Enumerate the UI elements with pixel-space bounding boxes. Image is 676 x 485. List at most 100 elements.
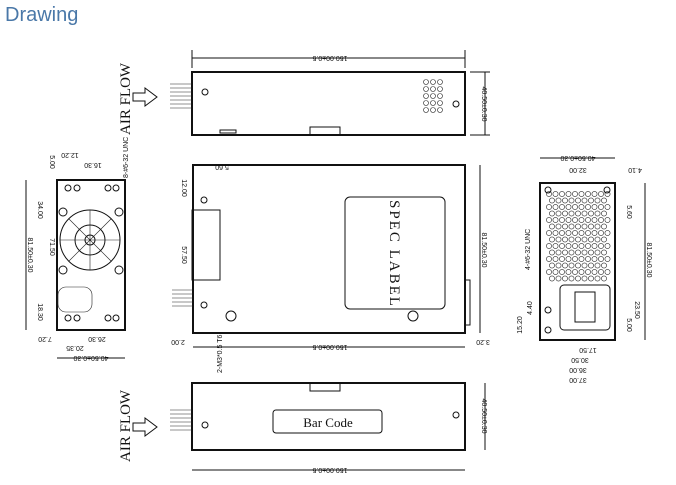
vent-hole: [572, 230, 578, 236]
vent-hole: [555, 236, 562, 243]
ac-dim: 40.50±0.30: [560, 154, 595, 161]
vent-hole: [575, 223, 581, 230]
vent-hole: [578, 230, 585, 236]
vent-hole: [588, 210, 594, 217]
vent-hole: [568, 210, 575, 217]
vent-hole: [598, 204, 604, 210]
vent-hole: [565, 256, 572, 262]
vent-hole: [581, 223, 588, 230]
vent-hole: [604, 243, 611, 249]
vent-hole: [581, 236, 588, 243]
vent-hole: [601, 210, 607, 217]
vent-hole: [575, 197, 581, 204]
vent-hole: [546, 256, 552, 262]
ac-dim: 36.00: [569, 366, 587, 373]
vent-hole: [559, 217, 565, 223]
vent-hole: [555, 249, 562, 256]
vent-hole: [598, 269, 604, 275]
vent-hole: [572, 243, 578, 249]
vent-hole: [546, 191, 552, 197]
vent-hole: [581, 262, 588, 269]
side-dim: 3.20: [476, 338, 490, 345]
fan-dim: 12.20: [61, 151, 79, 158]
vent-hole: [549, 249, 555, 256]
vent-hole: [604, 204, 611, 210]
vent-hole: [578, 204, 585, 210]
vent-hole: [581, 249, 588, 256]
fan-dim: 16.30: [84, 161, 102, 168]
side-dim: 5.60: [215, 163, 229, 170]
vent-hole: [555, 197, 562, 204]
fan-dim: 7.20: [38, 335, 52, 342]
vent-hole-grid: [546, 191, 611, 282]
vent-hole: [565, 269, 572, 275]
side-height-dim: 81.50±0.30: [480, 233, 487, 268]
vent-hole: [568, 236, 575, 243]
vent-hole: [601, 262, 607, 269]
vent-hole: [578, 217, 585, 223]
vent-hole: [575, 210, 581, 217]
side-dim: 12.00: [180, 179, 187, 197]
ac-dim: 4.10: [628, 166, 642, 173]
ac-dim: 5.60: [625, 205, 632, 219]
vent-holes: [423, 79, 443, 113]
vent-hole: [565, 217, 572, 223]
vent-hole: [546, 230, 552, 236]
vent-hole: [598, 191, 604, 197]
ac-dim: 15.20: [517, 316, 524, 334]
fan-dim: 34.00: [36, 201, 43, 219]
air-flow-arrow-top: [132, 87, 158, 107]
vent-hole: [562, 197, 568, 204]
vent-hole: [594, 223, 601, 230]
fan-screw-note: 8-#6-32 UNC: [123, 137, 130, 178]
ac-dim: 37.00: [569, 376, 587, 383]
side-view: SPEC LABEL 150.00±0.5 81.50±0.30 12.00 5…: [171, 163, 490, 373]
vent-hole: [572, 217, 578, 223]
vent-hole: [552, 230, 559, 236]
vent-hole: [604, 217, 611, 223]
fan-dim: 18.30: [36, 303, 43, 321]
vent-hole: [552, 256, 559, 262]
vent-hole: [565, 243, 572, 249]
vent-hole: [555, 223, 562, 230]
vent-hole: [565, 230, 572, 236]
side-dim: 2.00: [171, 338, 185, 345]
vent-hole: [568, 197, 575, 204]
vent-hole: [585, 204, 591, 210]
vent-hole: [562, 249, 568, 256]
vent-hole: [568, 275, 575, 282]
vent-hole: [581, 210, 588, 217]
vent-hole: [555, 275, 562, 282]
vent-hole: [581, 275, 588, 282]
vent-hole: [559, 204, 565, 210]
ac-inlet-view: 40.50±0.30 32.00 4.10 5.60 4-#6-32 UNC 8…: [517, 154, 652, 383]
top-width-dim: 40.50±0.30: [480, 87, 487, 122]
vent-hole: [555, 210, 562, 217]
vent-hole: [604, 191, 611, 197]
fan-end-view: 81.50±0.30 71.50 34.00 18.30 5.00 12.20 …: [25, 137, 130, 361]
fan-width-dim: 40.50±0.30: [73, 354, 108, 361]
vent-hole: [578, 269, 585, 275]
vent-hole: [591, 243, 598, 249]
vent-hole: [546, 243, 552, 249]
vent-hole: [591, 256, 598, 262]
vent-hole: [568, 249, 575, 256]
side-screw-note: 2-M3*0.5 T6: [217, 335, 224, 373]
vent-hole: [578, 191, 585, 197]
vent-hole: [549, 210, 555, 217]
vent-hole: [572, 204, 578, 210]
ac-dim: 5.00: [625, 318, 632, 332]
vent-hole: [594, 275, 601, 282]
vent-hole: [549, 223, 555, 230]
air-flow-label-bottom: AIR FLOW: [118, 389, 134, 462]
vent-hole: [559, 269, 565, 275]
vent-hole: [588, 275, 594, 282]
ac-screw-note: 4-#6-32 UNC: [525, 229, 532, 270]
bottom-length-dim: 150.00±0.5: [312, 466, 347, 473]
vent-hole: [604, 269, 611, 275]
vent-hole: [565, 191, 572, 197]
vent-hole: [555, 262, 562, 269]
vent-hole: [552, 204, 559, 210]
vent-hole: [552, 269, 559, 275]
